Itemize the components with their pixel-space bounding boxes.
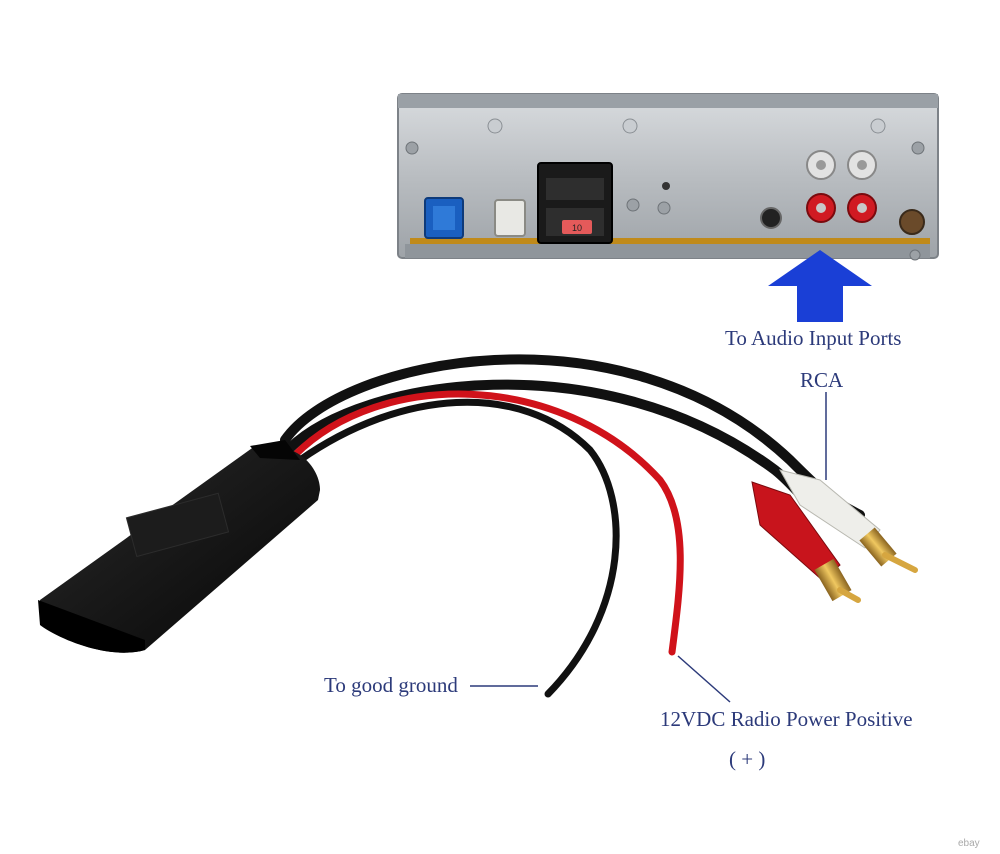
ground-label: To good ground bbox=[324, 673, 458, 697]
rca-input-sockets bbox=[806, 150, 877, 223]
fuse-rating: 10 bbox=[572, 223, 582, 233]
fuse: 10 bbox=[562, 220, 592, 234]
head-unit-rear-panel bbox=[397, 93, 939, 261]
iso-harness-socket bbox=[537, 162, 613, 244]
rca-plug-white bbox=[778, 469, 918, 573]
power-leader-line bbox=[677, 655, 731, 703]
antenna-jack bbox=[760, 207, 925, 235]
up-arrow-icon bbox=[768, 250, 872, 322]
positive-label: ( + ) bbox=[729, 747, 766, 771]
blue-connector bbox=[424, 197, 464, 239]
rca-plug-red bbox=[751, 481, 861, 603]
rca-label: RCA bbox=[800, 368, 844, 392]
watermark: ebay bbox=[958, 838, 980, 849]
audio-input-label: To Audio Input Ports bbox=[725, 326, 902, 350]
white-connector bbox=[494, 199, 526, 237]
bluetooth-module bbox=[38, 440, 320, 653]
power-label: 12VDC Radio Power Positive bbox=[660, 707, 913, 731]
